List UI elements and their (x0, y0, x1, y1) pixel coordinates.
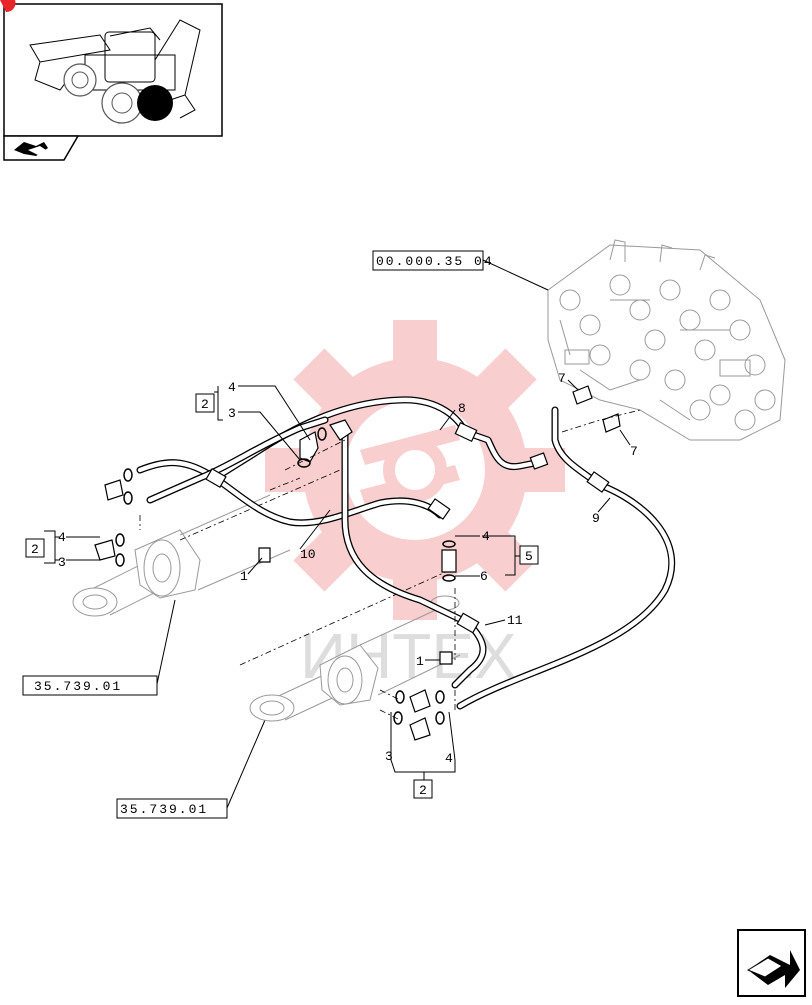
ref-cyl-upper-leader (156, 599, 176, 685)
o-rings (115, 427, 456, 725)
control-valve-illustration (547, 239, 786, 441)
callout-leaders (44, 379, 631, 780)
callout-numbers: 4 3 4 3 4 6 8 9 10 11 1 1 7 7 3 4 (58, 371, 638, 766)
callout-4-d: 4 (445, 751, 453, 766)
callout-8: 8 (458, 401, 466, 416)
callout-2-a[interactable]: 2 (195, 393, 215, 413)
callout-2-b[interactable]: 2 (25, 538, 45, 558)
ref-cyl-lower-leader (226, 719, 266, 809)
fittings (94, 385, 621, 741)
ref-cylinder-upper-box[interactable]: 35.739.01 (22, 675, 158, 696)
location-marker (137, 85, 173, 121)
svg-text:2: 2 (201, 397, 209, 412)
ref-cylinder-lower-text: 35.739.01 (120, 802, 208, 817)
callout-9: 9 (592, 511, 600, 526)
upper-cylinder-illustration (72, 469, 341, 617)
callout-4-b: 4 (58, 530, 66, 545)
watermark-logo (265, 320, 565, 620)
callout-7-b: 7 (630, 444, 638, 459)
callout-3-c: 3 (385, 749, 393, 764)
svg-text:5: 5 (525, 549, 533, 564)
pipe-junctions (205, 421, 610, 634)
assembly-lines (139, 409, 641, 721)
corner-mark (0, 0, 16, 13)
callout-4-c: 4 (482, 529, 490, 544)
ref-valve-box[interactable]: 00.000.35 04 (372, 250, 494, 271)
callout-1-b: 1 (416, 654, 424, 669)
pipe-upper-left[interactable] (136, 459, 444, 527)
callout-11: 11 (507, 613, 523, 628)
ref-cylinder-lower-box[interactable]: 35.739.01 (116, 798, 228, 819)
ref-valve-leader (482, 259, 549, 291)
callout-2-c[interactable]: 2 (413, 779, 433, 799)
svg-text:2: 2 (419, 783, 427, 798)
callout-6: 6 (480, 569, 488, 584)
lower-cylinder-illustration (239, 569, 461, 722)
pipe-11[interactable] (341, 426, 487, 689)
next-page-arrow-icon[interactable] (737, 929, 806, 997)
thumbnail-tab-icon[interactable] (3, 135, 80, 161)
callout-10: 10 (300, 547, 316, 562)
callout-7-a: 7 (558, 371, 566, 386)
callout-5[interactable]: 5 (519, 545, 539, 565)
svg-text:2: 2 (31, 542, 39, 557)
callout-4-a: 4 (228, 380, 236, 395)
pipe-10[interactable] (146, 416, 329, 504)
callout-1-a: 1 (240, 569, 248, 584)
ref-valve-text: 00.000.35 04 (376, 254, 494, 269)
callout-3-a: 3 (228, 406, 236, 421)
machine-thumbnail[interactable] (0, 0, 223, 137)
callout-3-b: 3 (58, 555, 66, 570)
ref-cylinder-upper-text: 35.739.01 (34, 679, 122, 694)
pipe-9[interactable] (456, 406, 676, 710)
